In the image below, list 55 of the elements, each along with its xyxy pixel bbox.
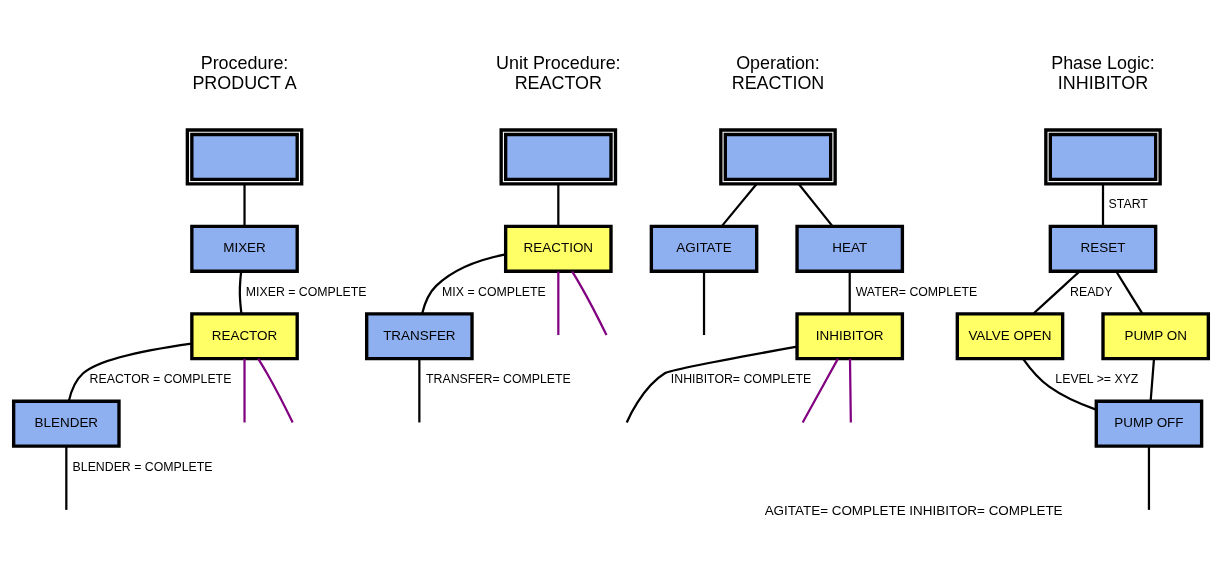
connector (848, 358, 852, 422)
connector (1147, 445, 1151, 510)
connector (1101, 183, 1105, 226)
connector (720, 182, 758, 227)
node-box: HEAT (795, 224, 905, 273)
connector (257, 357, 294, 423)
edge-label: INHIBITOR= COMPLETE (670, 371, 812, 386)
edge-label: START (1108, 196, 1148, 211)
connector (243, 358, 246, 422)
edge-label: REACTOR = COMPLETE (89, 371, 232, 386)
node-box: INHIBITOR (795, 311, 905, 360)
node-box: PUMP OFF (1094, 399, 1204, 448)
connector (571, 270, 608, 336)
node-box: REACTOR (190, 311, 299, 360)
node-label: Unit Procedure: REACTOR (496, 52, 621, 93)
node-box: BLENDER (11, 399, 121, 448)
node-box: AGITATE (649, 224, 759, 273)
label: AGITATE= COMPLETE INHIBITOR= COMPLETE (764, 502, 1063, 518)
connector (67, 341, 192, 401)
connector (1115, 270, 1144, 314)
connector (557, 270, 560, 335)
connector (702, 270, 706, 335)
edge-label: LEVEL >= XYZ (1055, 371, 1139, 386)
node-box (499, 127, 618, 186)
edge-label: TRANSFER= COMPLETE (426, 371, 571, 386)
node-box (1044, 127, 1162, 186)
node-box: REACTION (503, 224, 613, 273)
node-box: PUMP ON (1101, 311, 1211, 360)
connector (65, 445, 68, 510)
node-box: TRANSFER (365, 311, 474, 360)
connector (418, 358, 421, 422)
connector (243, 183, 246, 226)
node-label: Procedure: PRODUCT A (192, 52, 297, 93)
connector (848, 270, 851, 314)
node-label: Phase Logic: INHIBITOR (1051, 52, 1155, 93)
edge-label: MIX = COMPLETE (442, 284, 546, 299)
connector (1022, 357, 1097, 411)
connector (1149, 358, 1156, 401)
edge-label: READY (1070, 284, 1113, 299)
node-box: RESET (1048, 224, 1158, 273)
connector (625, 345, 798, 423)
node-box (185, 127, 304, 186)
edge-label: MIXER = COMPLETE (245, 284, 367, 299)
connector (797, 182, 834, 227)
edge-label: WATER= COMPLETE (855, 284, 978, 299)
connector (421, 252, 506, 314)
connector (1032, 270, 1081, 314)
node-label: Operation: REACTION (731, 52, 825, 93)
connector (801, 357, 839, 423)
connector (557, 183, 560, 226)
connector (238, 270, 243, 314)
edge-label: BLENDER = COMPLETE (72, 459, 213, 474)
node-box: VALVE OPEN (955, 311, 1065, 360)
node-box (719, 127, 837, 186)
node-box: MIXER (190, 224, 299, 273)
